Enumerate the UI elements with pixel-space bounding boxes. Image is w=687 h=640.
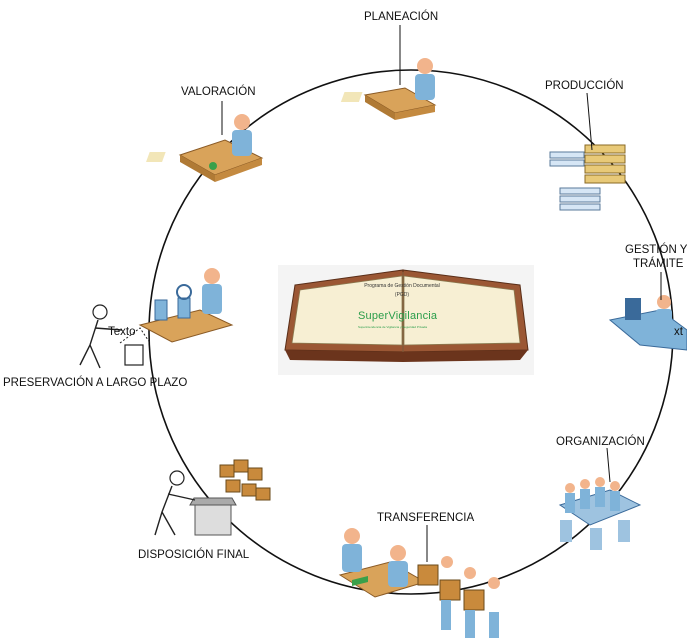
disposicion-figure: [154, 459, 271, 536]
planeacion-figure: [340, 58, 437, 120]
valoracion-figure: [146, 114, 264, 182]
label-planeacion: PLANEACIÓN: [364, 11, 439, 23]
label-valoracion: VALORACIÓN: [181, 86, 256, 98]
placeholder-text: Texto: [108, 326, 136, 338]
label-gestion-line1: GESTIÓN Y: [625, 244, 687, 256]
transferencia-figure: [338, 528, 500, 638]
preservacion-figure: [79, 268, 234, 369]
organizacion-figure: [558, 477, 642, 550]
label-disposicion: DISPOSICIÓN FINAL: [138, 549, 250, 561]
label-gestion-line2: TRÁMITE: [633, 258, 684, 270]
produccion-figure: [549, 144, 626, 211]
label-transferencia: TRANSFERENCIA: [377, 512, 475, 524]
brand-logo: SuperVigilancia: [358, 310, 438, 322]
label-preservacion: PRESERVACIÓN A LARGO PLAZO: [3, 377, 188, 389]
book-title: Programa de Gestión Documental: [364, 283, 440, 289]
label-produccion: PRODUCCIÓN: [545, 80, 624, 92]
label-organizacion: ORGANIZACIÓN: [556, 436, 645, 448]
placeholder-fragment: xt: [674, 326, 683, 338]
gestion-figure: [608, 295, 687, 351]
brand-subtitle: Superintendencia de Vigilancia y Segurid…: [358, 325, 427, 329]
book-subtitle: (PGD): [394, 292, 410, 298]
central-book-image: [278, 265, 534, 375]
